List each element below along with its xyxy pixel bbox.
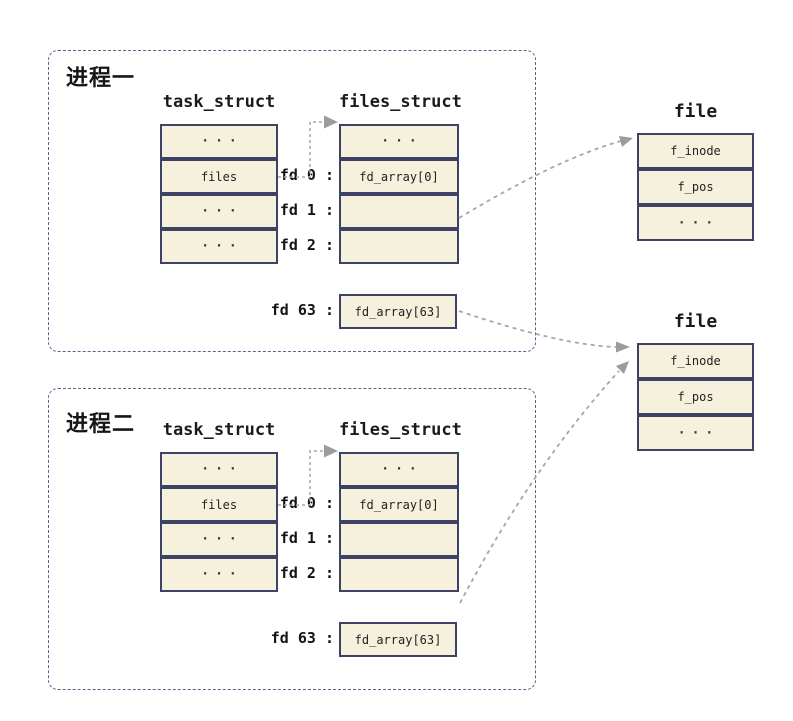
- table-row: ···: [160, 194, 278, 229]
- table-row-empty: [339, 194, 459, 229]
- fd-array-63-box: fd_array[63]: [339, 294, 457, 329]
- process-2-title: 进程二: [66, 411, 136, 436]
- table-row: ···: [160, 229, 278, 264]
- row-text: ···: [381, 134, 423, 149]
- table-row: ···: [339, 452, 459, 487]
- fd63-label: fd 63 :: [270, 301, 334, 319]
- row-text: ···: [201, 239, 243, 254]
- row-text: ···: [381, 462, 423, 477]
- task-struct-table: ··· files ··· ···: [160, 124, 278, 264]
- row-text: files: [200, 169, 238, 184]
- table-row-fd-array-63: fd_array[63]: [339, 294, 457, 329]
- fd1-label: fd 1 :: [279, 201, 334, 219]
- file-table: f_inode f_pos ···: [637, 133, 754, 241]
- arrowhead-p2-file2: [616, 361, 629, 374]
- files-struct-title: files_struct: [339, 92, 462, 112]
- row-text: f_pos: [677, 180, 714, 194]
- row-text: fd_array[63]: [354, 632, 442, 647]
- row-text: fd_array[63]: [354, 304, 442, 319]
- fd-array-63-box: fd_array[63]: [339, 622, 457, 657]
- table-row-f-inode: f_inode: [637, 133, 754, 169]
- table-row-empty: [339, 522, 459, 557]
- fd63-label: fd 63 :: [270, 629, 334, 647]
- task-struct-table: ··· files ··· ···: [160, 452, 278, 592]
- row-text: ···: [201, 567, 243, 582]
- files-struct-table: ··· fd_array[0]: [339, 124, 459, 264]
- file-table: f_inode f_pos ···: [637, 343, 754, 451]
- file-title: file: [673, 311, 718, 332]
- arrowhead-p1-file1: [619, 136, 633, 147]
- process-2-content: task_struct files_struct ··· files ··· ·…: [48, 420, 536, 664]
- fd0-label: fd 0 :: [279, 494, 334, 512]
- table-row-f-pos: f_pos: [637, 169, 754, 205]
- table-row-f-inode: f_inode: [637, 343, 754, 379]
- process-1-content: task_struct files_struct ··· files ··· ·…: [48, 92, 536, 336]
- fd2-label: fd 2 :: [279, 564, 334, 582]
- fd2-label: fd 2 :: [279, 236, 334, 254]
- row-text: fd_array[0]: [359, 169, 439, 184]
- table-row: ···: [160, 124, 278, 159]
- row-text: f_inode: [670, 144, 721, 158]
- table-row-empty: [339, 557, 459, 592]
- table-row-fd-array-0: fd_array[0]: [339, 487, 459, 522]
- task-struct-title: task_struct: [162, 92, 276, 112]
- table-row-fd-array-0: fd_array[0]: [339, 159, 459, 194]
- table-row: ···: [339, 124, 459, 159]
- table-row-files: files: [160, 487, 278, 522]
- process-1-box: 进程一: [48, 50, 536, 352]
- row-text: files: [200, 497, 238, 512]
- table-row-files: files: [160, 159, 278, 194]
- row-text: ···: [201, 204, 243, 219]
- process-1-title: 进程一: [66, 65, 136, 90]
- arrowhead-p1-file2: [616, 341, 630, 353]
- fd0-label: fd 0 :: [279, 166, 334, 184]
- row-text: ···: [677, 215, 720, 231]
- row-text: ···: [201, 134, 243, 149]
- table-row: ···: [637, 205, 754, 241]
- row-text: f_pos: [677, 390, 714, 404]
- files-struct-table: ··· fd_array[0]: [339, 452, 459, 592]
- table-row: ···: [160, 522, 278, 557]
- row-text: ···: [201, 532, 243, 547]
- row-text: ···: [677, 425, 720, 441]
- row-text: ···: [201, 462, 243, 477]
- table-row-f-pos: f_pos: [637, 379, 754, 415]
- files-struct-title: files_struct: [339, 420, 462, 440]
- table-row-empty: [339, 229, 459, 264]
- row-text: f_inode: [670, 354, 721, 368]
- table-row-fd-array-63: fd_array[63]: [339, 622, 457, 657]
- task-struct-title: task_struct: [162, 420, 276, 440]
- file-title: file: [673, 101, 718, 122]
- fd1-label: fd 1 :: [279, 529, 334, 547]
- row-text: fd_array[0]: [359, 497, 439, 512]
- table-row: ···: [160, 452, 278, 487]
- table-row: ···: [637, 415, 754, 451]
- table-row: ···: [160, 557, 278, 592]
- process-2-box: 进程二: [48, 388, 536, 690]
